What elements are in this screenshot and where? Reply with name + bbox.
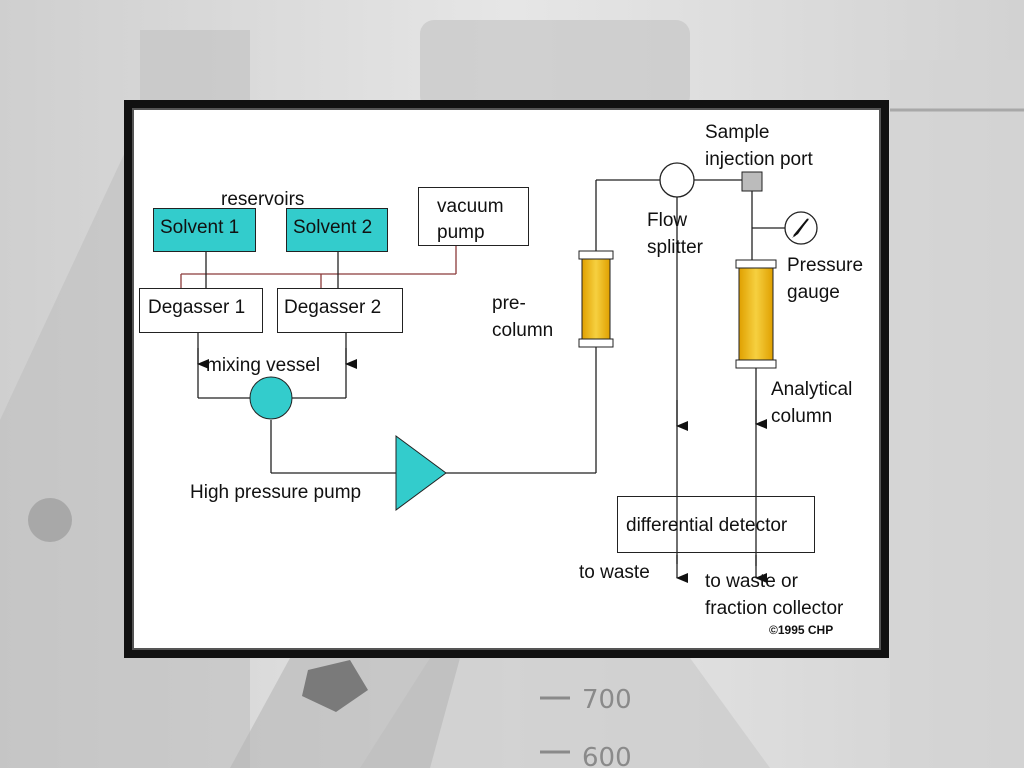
to-waste-label: to waste <box>579 562 650 583</box>
hplc-schematic <box>180 162 818 583</box>
flow-splitter-label: Flow splitter <box>647 207 703 261</box>
to-waste-or-fraction-label: to waste or fraction collector <box>705 568 843 622</box>
high-pressure-pump-triangle <box>395 435 447 511</box>
mixing-vessel-label: mixing vessel <box>206 355 321 376</box>
beaker-mark-600: 600 <box>582 743 632 768</box>
flow-line1: Flow <box>647 210 688 231</box>
pressure-line2: gauge <box>787 282 840 303</box>
solvent-1-box: Solvent 1 <box>153 208 256 252</box>
reservoirs-label: reservoirs <box>221 189 305 210</box>
pressure-gauge-icon <box>784 211 818 245</box>
vacuum-pump-line2: pump <box>437 222 485 243</box>
flow-splitter-circle <box>659 162 695 198</box>
injection-port-square <box>741 171 763 192</box>
beaker-mark-700: 700 <box>582 685 632 715</box>
pressure-line1: Pressure <box>787 255 864 276</box>
flow-line2: splitter <box>647 237 703 258</box>
sample-line1: Sample <box>705 122 770 143</box>
mixing-vessel-circle <box>249 376 293 420</box>
solvent-2-box: Solvent 2 <box>286 208 388 252</box>
vacuum-line <box>180 246 457 288</box>
solvent-2-label: Solvent 2 <box>293 217 373 238</box>
degasser-1-box: Degasser 1 <box>139 288 263 333</box>
analytical-line2: column <box>771 406 833 427</box>
analytical-column-label: Analytical column <box>771 376 852 430</box>
degasser-1-label: Degasser 1 <box>148 297 246 318</box>
flow-arrows <box>197 348 767 583</box>
pre-column-line1: pre- <box>492 293 526 314</box>
sample-injection-port-label: Sample injection port <box>705 119 813 173</box>
analytical-line1: Analytical <box>771 379 853 400</box>
degasser-2-label: Degasser 2 <box>284 297 382 318</box>
high-pressure-pump-label: High pressure pump <box>190 482 362 503</box>
sample-line2: injection port <box>705 149 813 170</box>
analytical-column <box>735 259 777 369</box>
vacuum-pump-line1: vacuum <box>437 196 504 217</box>
vacuum-pump-box: vacuum pump <box>418 187 529 246</box>
differential-detector-label: differential detector <box>626 515 788 536</box>
copyright-label: ©1995 CHP <box>769 623 834 637</box>
pressure-gauge-label: Pressure gauge <box>787 252 863 306</box>
differential-detector-box: differential detector <box>617 496 815 553</box>
solvent-1-label: Solvent 1 <box>160 217 240 238</box>
pre-column-label: pre- column <box>492 290 553 344</box>
pre-column-line2: column <box>492 320 554 341</box>
to-waste-or-line1: to waste or <box>705 571 798 592</box>
degasser-2-box: Degasser 2 <box>277 288 403 333</box>
to-waste-or-line2: fraction collector <box>705 598 844 619</box>
pre-column <box>578 250 614 348</box>
